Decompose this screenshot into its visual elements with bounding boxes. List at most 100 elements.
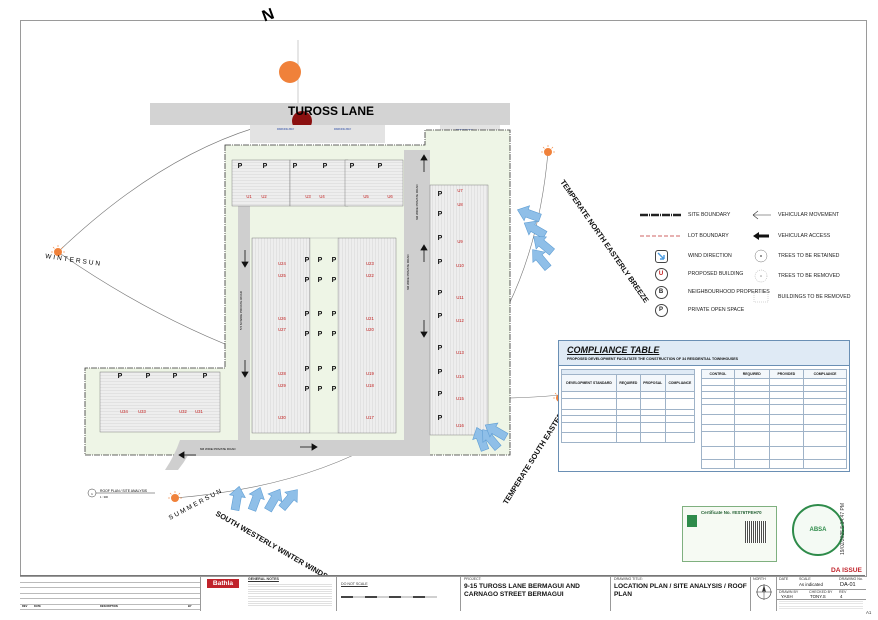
compliance-title: COMPLIANCE TABLE: [567, 345, 660, 355]
pos-marker: P: [332, 277, 337, 284]
unit-label: U23: [366, 261, 374, 266]
unit-label: U21: [366, 316, 374, 321]
scale-value: As indicated: [799, 582, 823, 587]
caption-title: ROOF PLAN / SITE ANALYSIS: [100, 489, 148, 493]
pos-marker: P: [318, 331, 323, 338]
ne-breeze-label: TEMPERATE NORTH EASTERLY BREEZE: [558, 178, 650, 305]
pos-marker: P: [332, 366, 337, 373]
revision-table: REV DATE DESCRIPTION BY: [20, 576, 200, 611]
unit-label: U28: [278, 371, 286, 376]
legend-wind-direction: WIND DIRECTION: [640, 249, 732, 263]
legend-trees-retained: TREES TO BE RETAINED: [750, 249, 839, 263]
unit-label: U3: [305, 194, 311, 199]
unit-label: U15: [456, 396, 464, 401]
east-buildings: [429, 184, 489, 436]
unit-label: U29: [278, 383, 286, 388]
pos-marker: P: [305, 311, 310, 318]
pos-marker: P: [438, 290, 443, 297]
revision-number: 4: [840, 594, 843, 599]
pos-marker: P: [438, 235, 443, 242]
drawing-title-cell: DRAWING TITLE: LOCATION PLAN / SITE ANAL…: [610, 576, 751, 611]
compliance-table: COMPLIANCE TABLE PROPOSED DEVELOPMENT FA…: [558, 340, 850, 472]
parking-label: PARKING BAY: [334, 127, 351, 131]
unit-label: U14: [456, 374, 464, 379]
drawing-title: LOCATION PLAN / SITE ANALYSIS / ROOF PLA…: [614, 583, 747, 598]
road-label-centre: 6M WIDE PRIVATE ROAD: [406, 254, 410, 290]
sun-icon-east: [540, 144, 556, 157]
unit-label: U17: [366, 415, 374, 420]
pos-marker: P: [118, 373, 123, 380]
pos-marker: P: [438, 211, 443, 218]
certificate-logo-icon: [687, 515, 697, 527]
unit-label: U22: [366, 273, 374, 278]
private-open-space-icon: P: [654, 303, 668, 317]
unit-label: U4: [319, 194, 325, 199]
pos-marker: P: [305, 366, 310, 373]
project-name: 9-15 TUROSS LANE BERMAGUI AND CARNAGO ST…: [464, 583, 580, 598]
internal-roads: [165, 150, 430, 470]
pos-marker: P: [332, 311, 337, 318]
unit-label: U32: [179, 409, 187, 414]
north-arrow-icon: [756, 584, 772, 600]
compliance-left-table: DEVELOPMENT STANDARD REQUIRED PROPOSAL C…: [560, 369, 696, 443]
legend-lot-boundary: LOT BOUNDARY: [640, 233, 729, 239]
pos-marker: P: [293, 163, 298, 170]
unit-label: U19: [366, 371, 374, 376]
drawing-sheet-border: [20, 20, 867, 577]
company-cell: Bathla: [200, 576, 267, 611]
vehicular-arrows: [178, 154, 428, 459]
unit-label: U5: [363, 194, 369, 199]
pos-marker: P: [438, 369, 443, 376]
pos-marker: P: [438, 313, 443, 320]
pos-marker: P: [305, 331, 310, 338]
company-logo: Bathla: [207, 579, 239, 588]
pos-marker: P: [318, 311, 323, 318]
legend-buildings-removed: BUILDINGS TO BE REMOVED: [750, 291, 850, 303]
unit-label: U20: [366, 327, 374, 332]
pos-marker: P: [438, 345, 443, 352]
unit-label: U25: [278, 273, 286, 278]
legend-neighbourhood: B NEIGHBOURHOOD PROPERTIES: [640, 285, 770, 299]
pos-marker: P: [350, 163, 355, 170]
caption-scale: 1 : 300: [100, 495, 108, 499]
pos-marker: P: [438, 259, 443, 266]
scale-bar: [341, 596, 437, 598]
unit-label: U7: [457, 188, 463, 193]
pos-marker: P: [318, 366, 323, 373]
drawing-info-cell: DA ISSUE DATE SCALE As indicated DRAWING…: [776, 567, 866, 611]
tree-removed-icon: [754, 269, 768, 283]
pos-marker: P: [438, 415, 443, 422]
caption-number: 1: [91, 492, 93, 496]
legend-proposed-building: U PROPOSED BUILDING: [640, 267, 743, 281]
unit-label: U33: [138, 409, 146, 414]
unit-label: U34: [120, 409, 128, 414]
assessor-stamp: ABSA: [792, 504, 844, 556]
pos-marker: P: [332, 331, 337, 338]
pos-marker: P: [332, 386, 337, 393]
unit-label: U27: [278, 327, 286, 332]
sw-winds-label: SOUTH WESTERLY WINTER WINDS: [214, 509, 329, 575]
mid-left-buildings: [251, 237, 397, 434]
status-badge: DA ISSUE: [831, 567, 862, 574]
pos-marker: P: [318, 277, 323, 284]
firm-address-text: [779, 601, 863, 609]
side-date: 19/02/2025 5:14:47 PM: [840, 503, 846, 555]
general-notes-text: [248, 584, 332, 606]
sw-wind-arrows: [226, 484, 304, 515]
wintersun-label: WINTERSUN: [45, 253, 103, 268]
pos-marker: P: [263, 163, 268, 170]
unit-label: U13: [456, 350, 464, 355]
ne-breeze-arrows: [514, 201, 558, 274]
pos-marker: P: [318, 257, 323, 264]
proposed-building-icon: U: [654, 267, 668, 281]
top-row-buildings: [231, 159, 404, 207]
unit-label: U6: [387, 194, 393, 199]
compliance-subtitle: PROPOSED DEVELOPMENT FACILITATE THE CONS…: [567, 357, 739, 361]
unit-label: U30: [278, 415, 286, 420]
sw-buildings: [99, 371, 221, 433]
road-label-east: 6M WIDE PRIVATE ROAD: [415, 184, 419, 220]
sheet-size: A1: [866, 610, 872, 615]
pos-marker: P: [378, 163, 383, 170]
pos-marker: P: [238, 163, 243, 170]
unit-label: U12: [456, 318, 464, 323]
